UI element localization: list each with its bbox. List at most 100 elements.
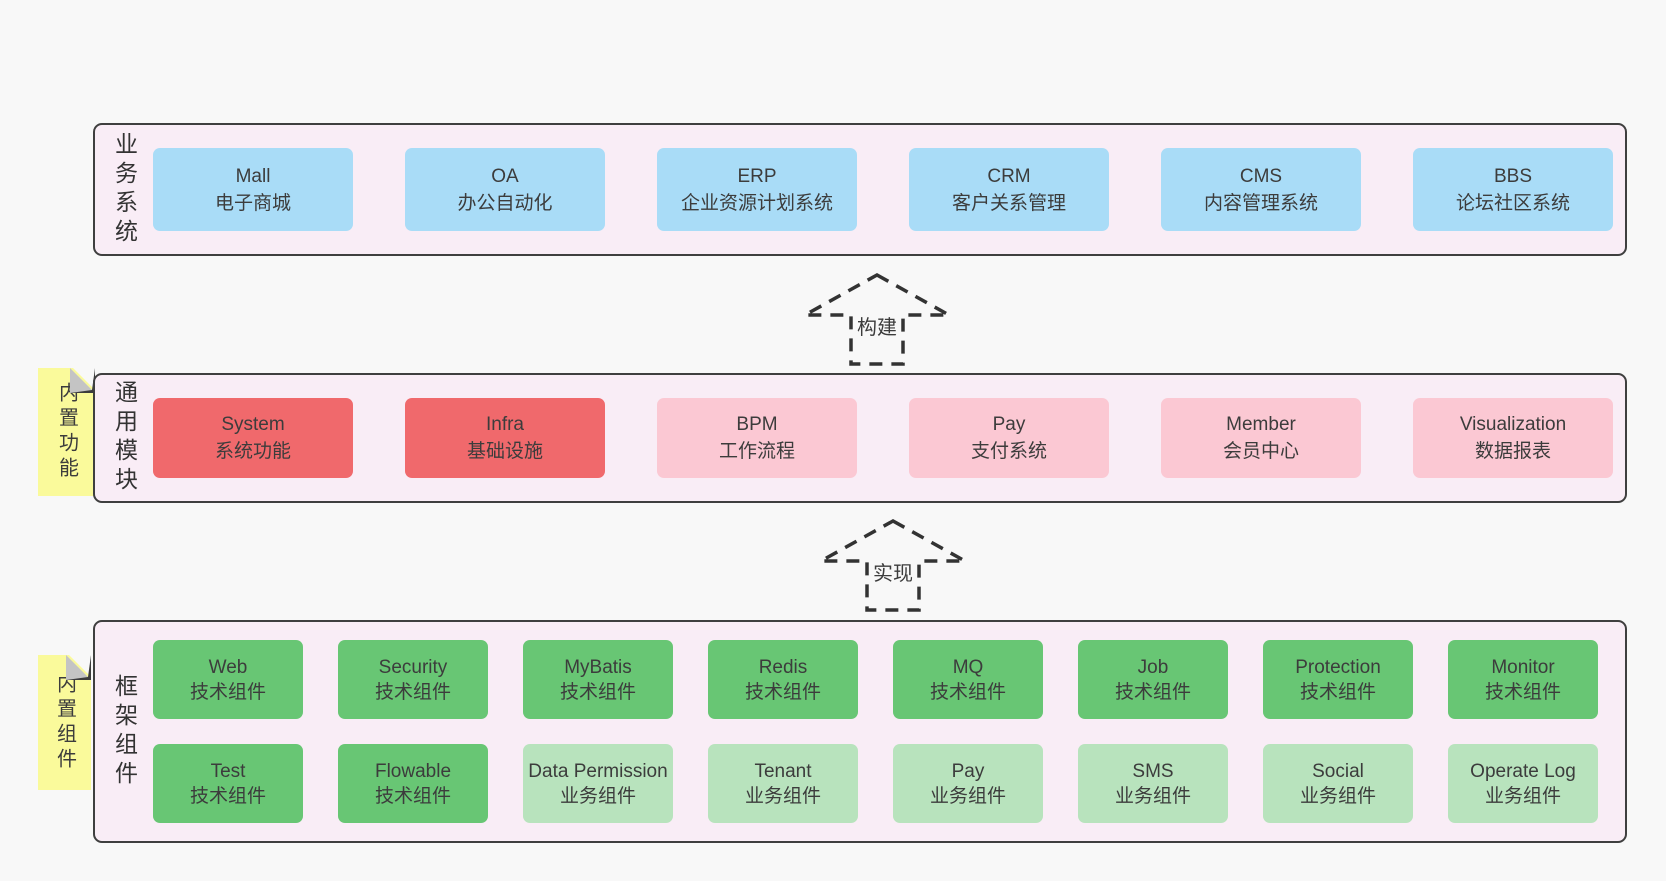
box-name: Pay: [992, 414, 1026, 435]
component-box: MQ 技术组件: [893, 640, 1043, 719]
box-desc: 技术组件: [929, 681, 1006, 703]
component-box: Job 技术组件: [1078, 640, 1228, 719]
box-name: Flowable: [374, 760, 452, 782]
box-name: Test: [210, 760, 246, 782]
box-desc: 技术组件: [374, 681, 451, 703]
module-boxes: System 系统功能 Infra 基础设施 BPM 工作流程 Pay 支付系统…: [153, 398, 1613, 478]
box-name: System: [221, 414, 285, 435]
box-desc: 技术组件: [189, 681, 266, 703]
component-box: Operate Log 业务组件: [1448, 744, 1598, 823]
box-desc: 支付系统: [970, 441, 1047, 462]
component-row-2: Test 技术组件 Flowable 技术组件 Data Permission …: [153, 744, 1598, 823]
box-desc: 办公自动化: [457, 192, 553, 214]
band-business-systems: 业务系统 Mall 电子商城 OA 办公自动化 ERP 企业资源计划系统 CRM…: [93, 123, 1627, 256]
band-business-label: 业务系统: [95, 125, 153, 254]
box-desc: 内容管理系统: [1203, 192, 1318, 214]
band-components-label: 框架组件: [95, 622, 153, 841]
band-common-modules: 通用模块 System 系统功能 Infra 基础设施 BPM 工作流程 Pay…: [93, 373, 1627, 503]
component-box: SMS 业务组件: [1078, 744, 1228, 823]
builtin-components-sticky-text: 内置组件: [53, 672, 76, 773]
box-desc: 技术组件: [744, 681, 821, 703]
builtin-features-sticky-text: 内置功能: [55, 382, 78, 482]
box-desc: 业务组件: [559, 785, 636, 807]
box-name: Operate Log: [1470, 760, 1576, 782]
business-system-box: ERP 企业资源计划系统: [657, 148, 857, 231]
business-system-box: CMS 内容管理系统: [1161, 148, 1361, 231]
band-components-label-text: 框架组件: [111, 673, 138, 790]
box-desc: 客户关系管理: [951, 192, 1066, 214]
box-desc: 技术组件: [559, 681, 636, 703]
component-box: Web 技术组件: [153, 640, 303, 719]
box-name: MyBatis: [564, 656, 632, 678]
box-desc: 技术组件: [1114, 681, 1191, 703]
box-name: Infra: [485, 414, 525, 435]
box-desc: 数据报表: [1474, 441, 1551, 462]
box-desc: 会员中心: [1222, 441, 1299, 462]
component-box: Test 技术组件: [153, 744, 303, 823]
box-name: Pay: [951, 760, 985, 782]
box-name: Job: [1137, 656, 1169, 678]
box-name: CMS: [1239, 165, 1283, 187]
box-name: SMS: [1132, 760, 1174, 782]
business-system-box: CRM 客户关系管理: [909, 148, 1109, 231]
box-desc: 业务组件: [929, 785, 1006, 807]
box-name: Tenant: [754, 760, 812, 782]
box-name: OA: [491, 165, 519, 187]
business-system-box: BBS 论坛社区系统: [1413, 148, 1613, 231]
box-name: MQ: [952, 656, 984, 678]
band-modules-label: 通用模块: [95, 375, 153, 501]
box-desc: 技术组件: [374, 785, 451, 807]
band-business-label-text: 业务系统: [111, 131, 138, 248]
box-name: Member: [1226, 414, 1296, 435]
dashed-up-arrow-icon: [802, 272, 952, 366]
component-box: Flowable 技术组件: [338, 744, 488, 823]
component-box: Social 业务组件: [1263, 744, 1413, 823]
box-desc: 论坛社区系统: [1455, 192, 1570, 214]
module-box: BPM 工作流程: [657, 398, 857, 478]
box-desc: 基础设施: [466, 441, 543, 462]
dashed-up-arrow-icon: [818, 518, 968, 612]
build-arrow: 构建: [802, 272, 952, 367]
box-desc: 技术组件: [1299, 681, 1376, 703]
box-name: Social: [1312, 760, 1364, 782]
band-modules-label-text: 通用模块: [111, 380, 138, 496]
box-name: Monitor: [1491, 656, 1555, 678]
component-box: Redis 技术组件: [708, 640, 858, 719]
builtin-components-sticky-note: 内置组件: [38, 655, 91, 790]
business-system-box: Mall 电子商城: [153, 148, 353, 231]
implement-arrow: 实现: [818, 518, 968, 613]
builtin-features-sticky-note: 内置功能: [38, 368, 95, 496]
box-desc: 业务组件: [1299, 785, 1376, 807]
module-box: Infra 基础设施: [405, 398, 605, 478]
build-arrow-label: 构建: [854, 310, 900, 341]
component-box: Pay 业务组件: [893, 744, 1043, 823]
box-desc: 企业资源计划系统: [680, 192, 833, 214]
band-framework-components: 框架组件 Web 技术组件 Security 技术组件 MyBatis 技术组件: [93, 620, 1627, 843]
component-row-1: Web 技术组件 Security 技术组件 MyBatis 技术组件 Redi…: [153, 640, 1598, 719]
component-rows: Web 技术组件 Security 技术组件 MyBatis 技术组件 Redi…: [153, 640, 1598, 823]
box-name: ERP: [737, 165, 777, 187]
component-box: Data Permission 业务组件: [523, 744, 673, 823]
box-desc: 业务组件: [744, 785, 821, 807]
box-name: Web: [208, 656, 248, 678]
box-desc: 业务组件: [1484, 785, 1561, 807]
module-box: Pay 支付系统: [909, 398, 1109, 478]
box-name: Data Permission: [528, 760, 668, 782]
box-name: CRM: [987, 165, 1031, 187]
box-name: Mall: [235, 165, 271, 187]
component-box: Tenant 业务组件: [708, 744, 858, 823]
component-box: MyBatis 技术组件: [523, 640, 673, 719]
module-box: Visualization 数据报表: [1413, 398, 1613, 478]
business-boxes: Mall 电子商城 OA 办公自动化 ERP 企业资源计划系统 CRM 客户关系…: [153, 148, 1613, 231]
component-box: Security 技术组件: [338, 640, 488, 719]
box-desc: 技术组件: [189, 785, 266, 807]
box-desc: 技术组件: [1484, 681, 1561, 703]
box-desc: 业务组件: [1114, 785, 1191, 807]
box-name: Redis: [758, 656, 808, 678]
box-desc: 电子商城: [214, 192, 291, 214]
box-name: Protection: [1295, 656, 1381, 678]
business-system-box: OA 办公自动化: [405, 148, 605, 231]
box-name: BBS: [1493, 165, 1533, 187]
box-name: Visualization: [1459, 414, 1567, 435]
